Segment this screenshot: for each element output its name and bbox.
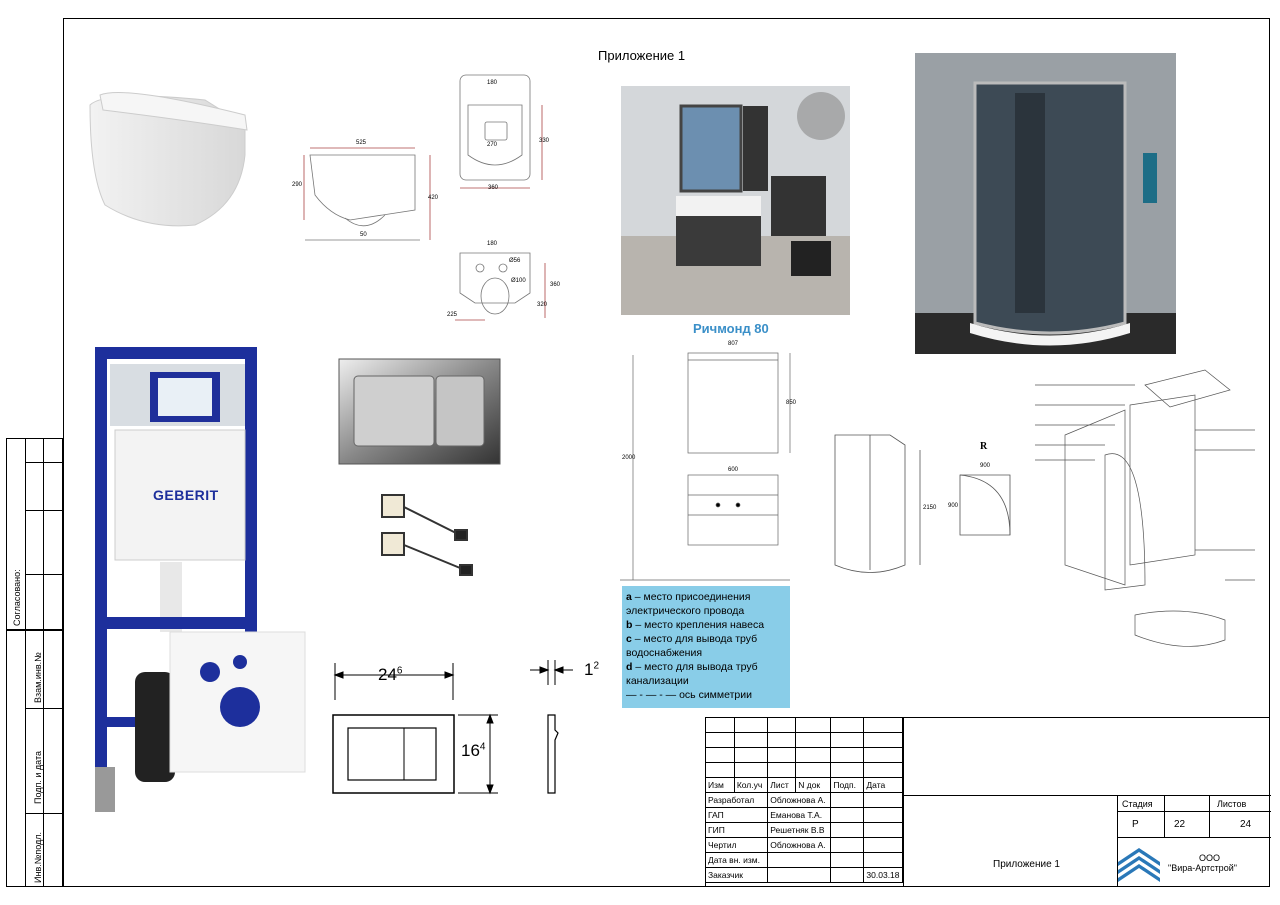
dim-shower-width: 900: [980, 463, 991, 469]
legend-d: d – место для вывода труб канализации: [626, 661, 758, 687]
legend-axis: — - — - — ось симметрии: [626, 689, 752, 701]
dim-back-d100: Ø100: [511, 278, 526, 284]
dim-side-offset: 50: [360, 232, 367, 238]
company-name-line1: ООО: [1199, 853, 1221, 863]
toilet-photo: [85, 85, 255, 235]
shower-label-r: R: [980, 441, 988, 452]
dim-side-height: 290: [292, 182, 303, 188]
dim-vanity-width: 600: [728, 467, 739, 473]
shower-cabin-drawing: R 900 2150 900: [820, 425, 1025, 595]
dim-top-holes: 180: [487, 80, 498, 86]
stamp-header-podp: Подп.: [830, 777, 865, 793]
geberit-frame-photo: GEBERIT: [90, 342, 310, 812]
side-stamp: Согласовано: Взам.инв.№ Подп. и дата Инв…: [6, 438, 63, 887]
flush-plate-dim-drawing: 246 164 12: [330, 655, 610, 800]
legend-a: a – место присоединения электрического п…: [626, 591, 751, 617]
legend-box: a – место присоединения электрического п…: [622, 586, 790, 708]
stamp-header-kol: Кол.уч: [733, 777, 769, 793]
dim-top-length: 330: [539, 138, 550, 144]
side-label-inv-no: Инв.№подл.: [33, 831, 43, 883]
toilet-side-drawing: 525 290 420 50: [290, 140, 440, 250]
shower-cabin-photo: [915, 53, 1176, 354]
stamp-header-date: Дата: [863, 777, 903, 793]
dim-back-225: 225: [447, 312, 458, 318]
dim-shower-depth: 900: [948, 503, 959, 509]
mirror-cabinet-drawing: 807 850 2000 600: [620, 335, 800, 585]
shower-exploded-drawing: [1035, 365, 1260, 665]
stamp-stage-value: Р: [1132, 819, 1139, 830]
toilet-top-drawing: 180 270 330 360: [450, 70, 560, 195]
brand-logo: GEBERIT: [153, 487, 219, 503]
dim-back-d56: Ø56: [509, 258, 521, 264]
dim-side-total: 420: [428, 195, 439, 201]
stamp-header-izm: Изм: [705, 777, 735, 793]
dim-top-width: 360: [488, 185, 499, 191]
dim-back-320: 320: [537, 302, 548, 308]
dim-back-holes: 180: [487, 241, 498, 247]
dim-mirror-width: 807: [728, 341, 739, 347]
dim-back-360: 360: [550, 282, 561, 288]
stamp-header-ndok: N док: [795, 777, 832, 793]
legend-c: c – место для вывода труб водоснабжения: [626, 633, 758, 659]
flush-plate-photo: [338, 358, 501, 465]
mounting-bolts-photo: [370, 485, 485, 580]
dim-side-width: 525: [356, 140, 367, 146]
sheet-title: Приложение 1: [598, 48, 686, 63]
side-label-approved: Согласовано:: [12, 569, 22, 626]
stamp-doc-title: Приложение 1: [993, 859, 1060, 870]
dim-mirror-height: 850: [786, 400, 797, 406]
dim-mirror-total: 2000: [622, 455, 636, 461]
stamp-row: Дата вн. изм.: [704, 852, 903, 868]
toilet-back-drawing: 180 Ø56 Ø100 225 320 360: [445, 238, 560, 328]
stamp-stage-label: Стадия: [1122, 799, 1153, 809]
stamp-sheet-value: 22: [1174, 819, 1186, 830]
company-name-line2: "Вира-Артстрой": [1168, 863, 1237, 873]
product-name: Ричмонд 80: [693, 321, 769, 336]
company-logo: [1118, 844, 1160, 884]
legend-b: b – место крепления навеса: [626, 619, 765, 631]
dim-shower-height: 2150: [923, 505, 937, 511]
plate-height-dim: 164: [461, 741, 486, 761]
title-block: Изм Кол.уч Лист N док Подп. Дата Разрабо…: [704, 717, 1271, 887]
stamp-sheets-label: Листов: [1217, 799, 1247, 809]
side-label-replace-inv: Взам.инв.№: [33, 652, 43, 703]
stamp-header-list: Лист: [767, 777, 797, 793]
drawing-frame: [63, 18, 1270, 887]
plate-width-dim: 246: [378, 665, 403, 684]
side-label-sign-date: Подп. и дата: [33, 750, 43, 804]
stamp-sheets-value: 24: [1240, 819, 1252, 830]
plate-depth-dim: 12: [584, 660, 600, 679]
bathroom-furniture-photo: [621, 86, 850, 315]
dim-top-inner: 270: [487, 142, 498, 148]
